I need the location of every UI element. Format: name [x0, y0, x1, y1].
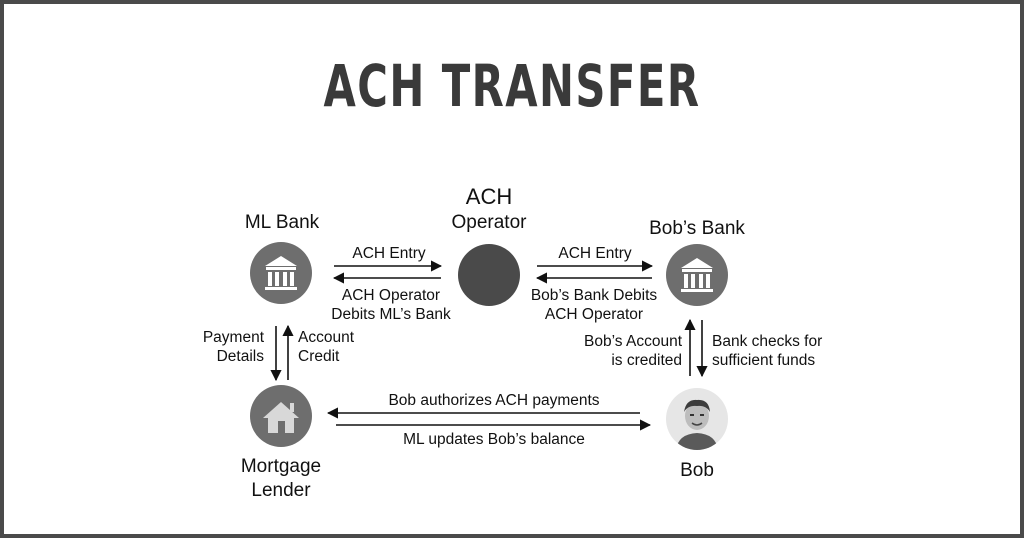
edge-label-bobs-account: Bob’s Account: [584, 333, 682, 350]
edge-label-ach-operator: ACH Operator: [341, 287, 441, 304]
edge-label-bank-checks: Bank checks for: [712, 333, 823, 350]
node-label-ml-bank: ML Bank: [244, 212, 320, 233]
ach-operator-node: [458, 244, 520, 306]
edge-label-bobs-bank-debits: Bob’s Bank Debits: [530, 287, 658, 304]
edge-label-sufficient-funds: sufficient funds: [712, 352, 816, 369]
mortgage-lender-node: [250, 385, 312, 447]
edge-label-ach-operator-right: ACH Operator: [544, 306, 644, 323]
node-label-mortgage: Mortgage: [240, 456, 322, 477]
house-icon: [263, 402, 299, 433]
edge-label-ach-entry-left: ACH Entry: [352, 245, 426, 262]
edge-label-account: Account: [298, 329, 355, 346]
edge-label-details: Details: [216, 348, 264, 365]
bobs-bank-node: [666, 244, 728, 306]
edge-label-ach-entry-right: ACH Entry: [558, 245, 632, 262]
bob-node: [666, 388, 728, 450]
node-label-bobs-bank: Bob’s Bank: [649, 218, 745, 239]
bank-icon: [681, 258, 713, 292]
diagram-canvas: ACH TRANSFER ML Bank: [4, 4, 1020, 534]
edge-label-is-credited: is credited: [611, 352, 682, 369]
person-avatar-icon: [676, 399, 718, 450]
node-label-bob: Bob: [680, 460, 714, 481]
bank-icon: [265, 256, 297, 290]
node-label-ach: ACH: [465, 184, 513, 209]
edge-label-payment: Payment: [202, 329, 264, 346]
page-title: ACH TRANSFER: [323, 52, 701, 120]
node-label-lender: Lender: [251, 480, 311, 501]
ml-bank-node: [250, 242, 312, 304]
node-label-operator: Operator: [451, 212, 527, 233]
edge-label-debits-ml-bank: Debits ML’s Bank: [331, 306, 451, 323]
edge-label-bob-authorizes: Bob authorizes ACH payments: [388, 392, 600, 409]
edge-label-credit: Credit: [298, 348, 340, 365]
edge-label-ml-updates: ML updates Bob’s balance: [403, 431, 585, 448]
connectors: [270, 260, 708, 431]
